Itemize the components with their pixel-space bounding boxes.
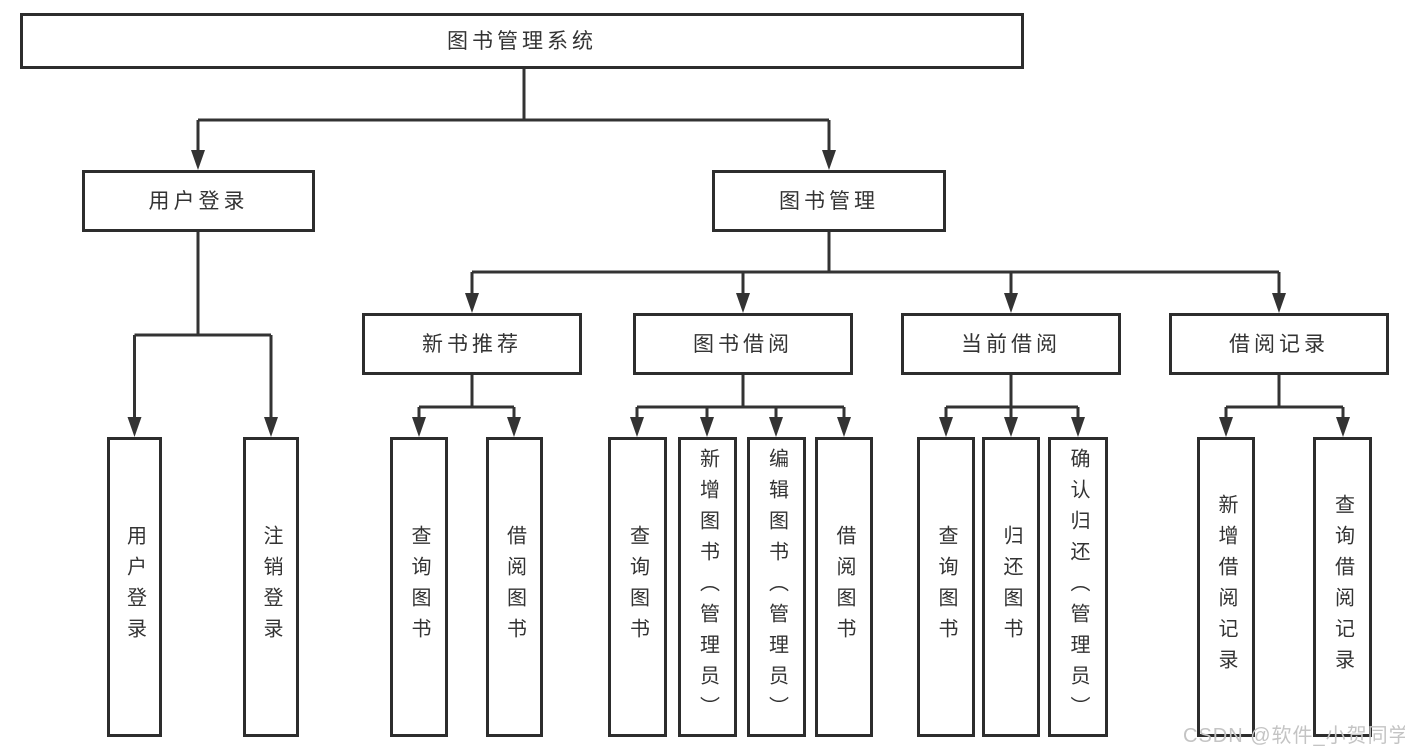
leaf-query-book-recommend: 查询图书 [390,437,448,737]
leaf-logout: 注销登录 [243,437,299,737]
leaf-return-book: 归还图书 [982,437,1040,737]
leaf-query-borrow-record: 查询借阅记录 [1313,437,1372,737]
root-node-library-system: 图书管理系统 [20,13,1024,69]
node-current-borrowing: 当前借阅 [901,313,1121,375]
leaf-borrow-book: 借阅图书 [815,437,873,737]
node-book-management: 图书管理 [712,170,946,232]
node-new-book-recommendation: 新书推荐 [362,313,582,375]
csdn-watermark: CSDN @软件_小贺同学 [1183,725,1405,747]
node-user-login: 用户登录 [82,170,315,232]
leaf-query-book-current: 查询图书 [917,437,975,737]
leaf-user-login: 用户登录 [107,437,162,737]
leaf-add-book-admin: 新增图书（管理员） [678,437,737,737]
arrowheads [127,150,1350,437]
leaf-confirm-return-admin: 确认归还（管理员） [1048,437,1108,737]
leaf-borrow-book-recommend: 借阅图书 [486,437,543,737]
leaf-edit-book-admin: 编辑图书（管理员） [747,437,806,737]
node-book-borrowing: 图书借阅 [633,313,853,375]
leaf-query-book-borrowing: 查询图书 [608,437,667,737]
node-borrowing-records: 借阅记录 [1169,313,1389,375]
leaf-add-borrow-record: 新增借阅记录 [1197,437,1255,737]
